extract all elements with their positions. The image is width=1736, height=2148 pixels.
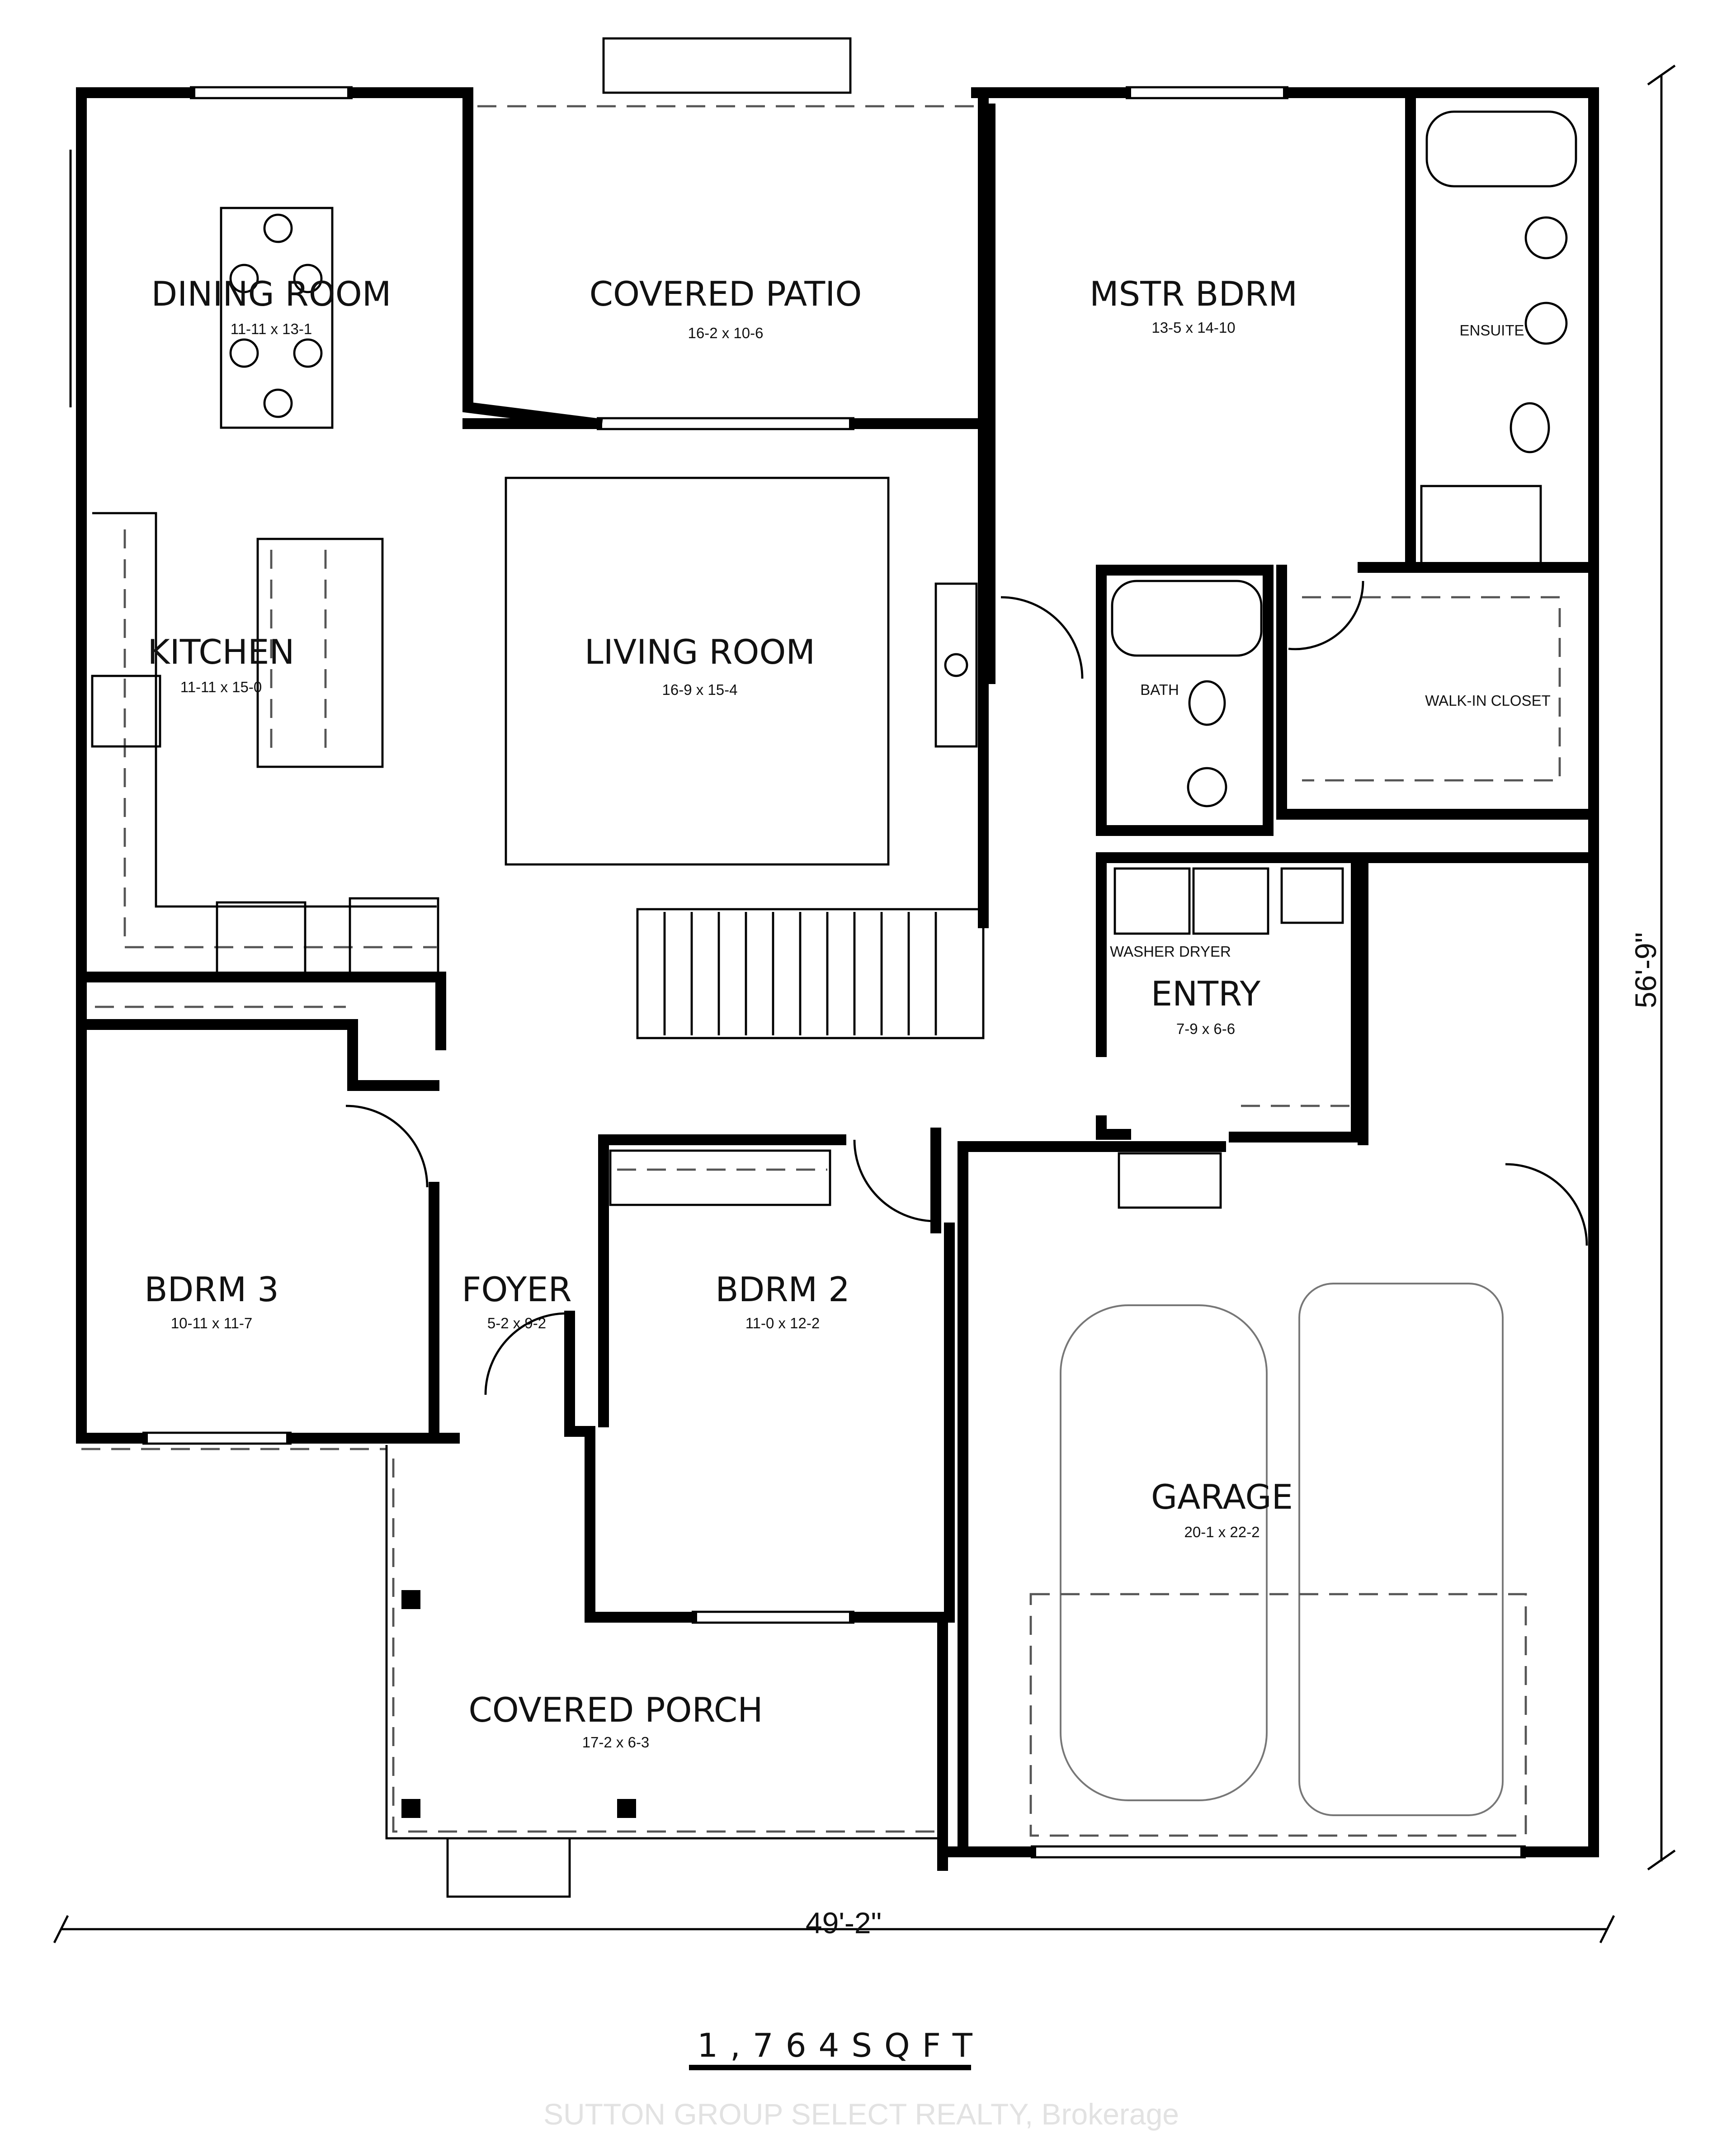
room-labels: DINING ROOM 11-11 x 13-1 COVERED PATIO 1… <box>144 274 1551 1751</box>
covered-outline <box>81 105 974 1833</box>
room-name-entry: ENTRY <box>1151 974 1261 1014</box>
room-name-bdrm2: BDRM 2 <box>715 1270 850 1309</box>
porch-outline <box>385 1445 943 1898</box>
fireplace-icon <box>934 582 978 748</box>
room-size-garage: 20-1 x 22-2 <box>1184 1524 1260 1540</box>
room-name-kitchen: KITCHEN <box>148 632 295 672</box>
stove-icon <box>91 675 161 748</box>
room-name-ensuite: ENSUITE <box>1459 322 1524 339</box>
walls <box>76 87 1599 1871</box>
room-size-living: 16-9 x 15-4 <box>662 681 738 698</box>
doors <box>345 581 1588 1395</box>
room-name-dining: DINING ROOM <box>151 274 391 314</box>
room-size-bdrm2: 11-0 x 12-2 <box>745 1315 820 1331</box>
room-name-master: MSTR BDRM <box>1090 274 1297 314</box>
total-area-underline <box>689 2065 971 2070</box>
overall-width: 49'-2" <box>806 1906 882 1940</box>
watermark: SUTTON GROUP SELECT REALTY, Brokerage <box>543 2097 1179 2131</box>
room-name-patio: COVERED PATIO <box>590 274 862 314</box>
room-name-bath: BATH <box>1140 681 1179 698</box>
garage-cars <box>1029 1283 1527 1837</box>
sink-icon <box>1187 767 1227 807</box>
room-size-patio: 16-2 x 10-6 <box>688 325 764 341</box>
toilet-icon <box>1188 680 1226 726</box>
washer-dryer-label: WASHER DRYER <box>1110 943 1231 960</box>
closet-rod <box>609 1149 831 1206</box>
porch-post <box>401 1590 420 1609</box>
room-size-entry: 7-9 x 6-6 <box>1176 1020 1235 1037</box>
dining-table <box>220 207 334 429</box>
shower-icon <box>1420 485 1542 566</box>
kitchen-cabinets <box>91 512 439 974</box>
car-icon <box>1060 1304 1268 1801</box>
room-size-kitchen: 11-11 x 15-0 <box>180 679 262 695</box>
total-area: 1,764SQFT <box>697 2026 985 2064</box>
room-name-walkin: WALK-IN CLOSET <box>1425 692 1551 709</box>
truck-icon <box>1298 1283 1504 1816</box>
room-name-bdrm3: BDRM 3 <box>144 1270 279 1309</box>
sink-icon <box>1524 216 1568 260</box>
room-name-porch: COVERED PORCH <box>468 1690 763 1730</box>
bathtub-icon <box>1425 110 1577 188</box>
washer-icon <box>1113 867 1191 935</box>
porch-post <box>401 1799 420 1818</box>
laundry-sink-icon <box>1280 867 1344 924</box>
room-size-foyer: 5-2 x 9-2 <box>487 1315 546 1331</box>
stairs <box>636 908 985 1039</box>
sink-icon <box>1524 302 1568 345</box>
closet-shelves <box>95 1006 1356 1171</box>
room-size-dining: 11-11 x 13-1 <box>231 321 312 337</box>
dimension-lines <box>53 65 1676 1944</box>
toilet-icon <box>1510 402 1550 453</box>
living-rug <box>505 477 890 866</box>
bath-fixtures <box>1111 110 1577 935</box>
room-name-foyer: FOYER <box>462 1270 571 1309</box>
room-size-porch: 17-2 x 6-3 <box>582 1734 650 1751</box>
bathtub-icon <box>1111 580 1263 657</box>
porch-post <box>617 1799 636 1818</box>
overall-depth: 56'-9" <box>1629 932 1662 1008</box>
fireplace-detail <box>944 653 968 677</box>
room-size-bdrm3: 10-11 x 11-7 <box>171 1315 252 1331</box>
room-size-master: 13-5 x 14-10 <box>1151 319 1235 336</box>
dryer-icon <box>1192 867 1269 935</box>
room-name-garage: GARAGE <box>1151 1477 1293 1517</box>
room-name-living: LIVING ROOM <box>585 632 815 672</box>
garage-step <box>1118 1152 1222 1209</box>
windows <box>69 37 1526 1859</box>
